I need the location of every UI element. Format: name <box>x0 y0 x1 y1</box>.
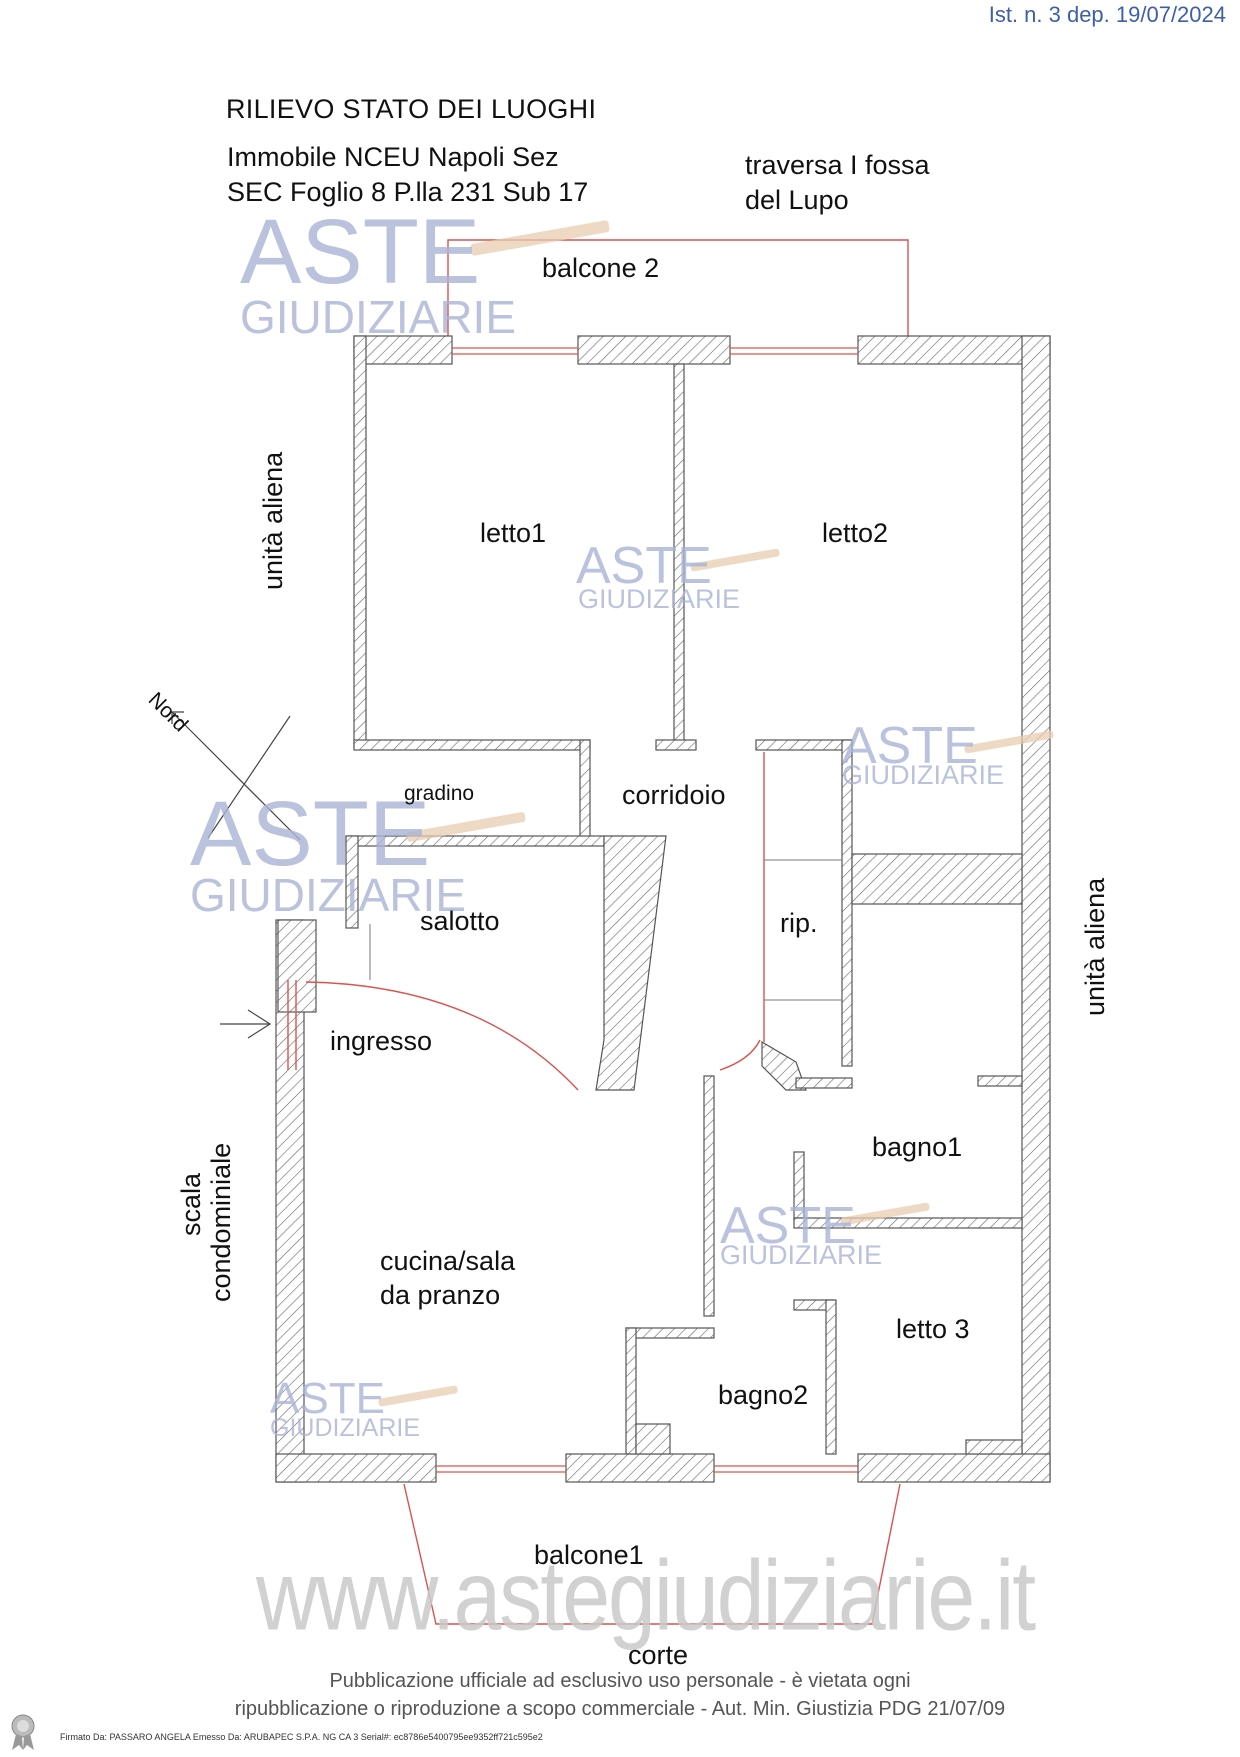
watermark-aste-2: ASTE <box>576 537 712 595</box>
label-bagno2: bagno2 <box>718 1380 809 1410</box>
street-line-1: traversa I fossa <box>745 150 930 180</box>
label-letto3: letto 3 <box>896 1314 970 1344</box>
label-ingresso: ingresso <box>330 1026 433 1056</box>
door-arcs <box>287 752 901 1625</box>
label-balcone1: balcone1 <box>534 1540 644 1570</box>
subtitle: Immobile NCEU Napoli Sez SEC Foglio 8 P.… <box>227 140 588 210</box>
label-bagno1: bagno1 <box>872 1132 963 1162</box>
signature-line: Firmato Da: PASSARO ANGELA Emesso Da: AR… <box>60 1732 543 1742</box>
subtitle-line-2: SEC Foglio 8 P.lla 231 Sub 17 <box>227 177 589 207</box>
watermark-giudiziarie-2: GIUDIZIARIE <box>578 584 741 614</box>
windows <box>436 347 858 1473</box>
label-rip: rip. <box>780 908 818 938</box>
interior-walls <box>277 363 1023 1455</box>
entrance-arrow <box>220 1009 272 1039</box>
subtitle-line-1: Immobile NCEU Napoli Sez <box>227 142 559 172</box>
street-line-2: del Lupo <box>745 185 849 215</box>
watermark-aste-3: ASTE <box>842 717 978 775</box>
watermark-aste-1: ASTE <box>240 201 481 303</box>
watermark-site: www.astegiudiziarie.it <box>256 1541 1036 1652</box>
label-unita-aliena-right: unità aliena <box>1080 877 1110 1016</box>
watermark-giudiziarie-5: GIUDIZIARIE <box>720 1240 883 1270</box>
label-letto1: letto1 <box>480 518 547 548</box>
watermark-giudiziarie-4: GIUDIZIARIE <box>190 869 467 921</box>
label-letto2: letto2 <box>822 518 889 548</box>
watermark-giudiziarie-6: GIUDIZIARIE <box>270 1414 421 1442</box>
rip-shelves <box>369 859 842 1001</box>
watermark-logos <box>378 220 1054 1407</box>
label-unita-aliena-left: unità aliena <box>258 451 288 590</box>
label-gradino: gradino <box>404 782 475 805</box>
award-icon <box>6 1712 40 1752</box>
header-ist: Ist. n. 3 dep. 19/07/2024 <box>988 2 1226 27</box>
watermark-aste-4: ASTE <box>190 783 431 885</box>
label-corridoio: corridoio <box>622 780 726 810</box>
footer-line-1: Pubblicazione ufficiale ad esclusivo uso… <box>329 1670 911 1692</box>
label-cucina-line-2: da pranzo <box>380 1280 501 1310</box>
page-title: RILIEVO STATO DEI LUOGHI <box>226 94 597 124</box>
label-balcone2: balcone 2 <box>542 253 660 283</box>
label-scala: scala <box>176 1172 206 1236</box>
watermark-aste-6: ASTE <box>270 1374 385 1423</box>
label-cucina-line-1: cucina/sala <box>380 1246 516 1276</box>
balcone2-outline <box>447 239 909 350</box>
label-salotto: salotto <box>420 906 500 936</box>
watermark-aste-5: ASTE <box>720 1197 856 1255</box>
footer-line-2: ripubblicazione o riproduzione a scopo c… <box>234 1698 1006 1720</box>
label-corte: corte <box>628 1640 689 1670</box>
street-name: traversa I fossa del Lupo <box>745 148 930 218</box>
north-arrow <box>171 711 301 841</box>
watermark-giudiziarie-1: GIUDIZIARIE <box>240 291 517 343</box>
exterior-walls <box>275 335 1051 1483</box>
watermark-giudiziarie-3: GIUDIZIARIE <box>842 760 1005 790</box>
label-condominiale: condominiale <box>206 1142 236 1302</box>
